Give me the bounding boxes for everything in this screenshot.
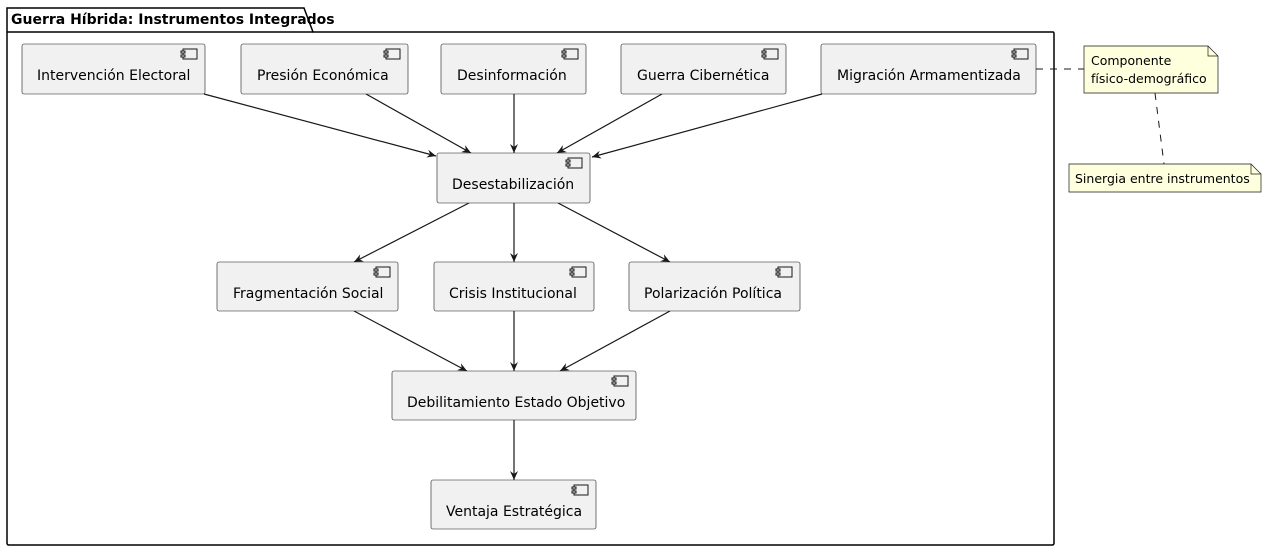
component-icon <box>565 157 583 169</box>
arrow-fragmentacion-to-debilitamiento <box>353 310 468 372</box>
component-ventaja-estrategica: Ventaja Estratégica <box>430 479 597 530</box>
component-label: Guerra Cibernética <box>637 68 769 84</box>
arrow-presion-to-desestabilizacion <box>365 93 472 154</box>
component-label: Fragmentación Social <box>233 286 383 302</box>
component-fragmentacion-social: Fragmentación Social <box>216 261 399 312</box>
note-sinergia-entre-instrumentos: Sinergia entre instrumentos <box>1068 163 1262 193</box>
component-desinformacion: Desinformación <box>440 43 587 95</box>
component-crisis-institucional: Crisis Institucional <box>433 261 595 312</box>
arrow-cibernetica-to-desestabilizacion <box>556 93 663 154</box>
component-migracion-armamentizada: Migración Armamentizada <box>820 43 1037 95</box>
component-icon <box>561 48 579 60</box>
component-polarizacion-politica: Polarización Política <box>628 261 801 312</box>
component-label: Intervención Electoral <box>37 68 190 84</box>
note-connectors <box>1036 68 1165 165</box>
component-icon <box>611 375 629 387</box>
note-link-sinergia <box>1154 92 1165 165</box>
component-label: Ventaja Estratégica <box>446 504 582 520</box>
component-label: Crisis Institucional <box>449 286 577 302</box>
arrow-intervencion-to-desestabilizacion <box>203 93 437 158</box>
component-icon <box>569 266 587 278</box>
arrow-polarizacion-to-debilitamiento <box>559 310 671 372</box>
note-line: físico-demográfico <box>1091 71 1207 86</box>
component-icon <box>180 48 198 60</box>
arrow-migracion-to-desestabilizacion <box>591 93 823 159</box>
component-desestabilizacion: Desestabilización <box>436 152 591 204</box>
note-line: Componente <box>1091 53 1172 68</box>
component-icon <box>373 266 391 278</box>
connections <box>203 93 823 480</box>
component-label: Desinformación <box>457 68 567 84</box>
component-intervencion-electoral: Intervención Electoral <box>21 43 206 95</box>
arrow-desestabilizacion-to-fragmentacion <box>353 202 470 263</box>
package-title: Guerra Híbrida: Instrumentos Integrados <box>11 12 335 28</box>
note-componente-fisico-demografico: Componente físico-demográfico <box>1083 45 1219 94</box>
component-icon <box>1011 48 1029 60</box>
component-icon <box>761 48 779 60</box>
component-label: Polarización Política <box>644 286 782 302</box>
component-guerra-cibernetica: Guerra Cibernética <box>620 43 787 95</box>
component-presion-economica: Presión Económica <box>240 43 409 95</box>
component-label: Debilitamiento Estado Objetivo <box>407 395 625 411</box>
component-label: Migración Armamentizada <box>837 68 1021 84</box>
component-icon <box>571 484 589 496</box>
component-icon <box>775 266 793 278</box>
component-label: Presión Económica <box>257 68 389 84</box>
component-icon <box>383 48 401 60</box>
note-line: Sinergia entre instrumentos <box>1075 171 1250 186</box>
arrow-desestabilizacion-to-polarizacion <box>557 202 671 263</box>
component-label: Desestabilización <box>452 177 574 193</box>
component-debilitamiento-estado-objetivo: Debilitamiento Estado Objetivo <box>391 370 637 421</box>
